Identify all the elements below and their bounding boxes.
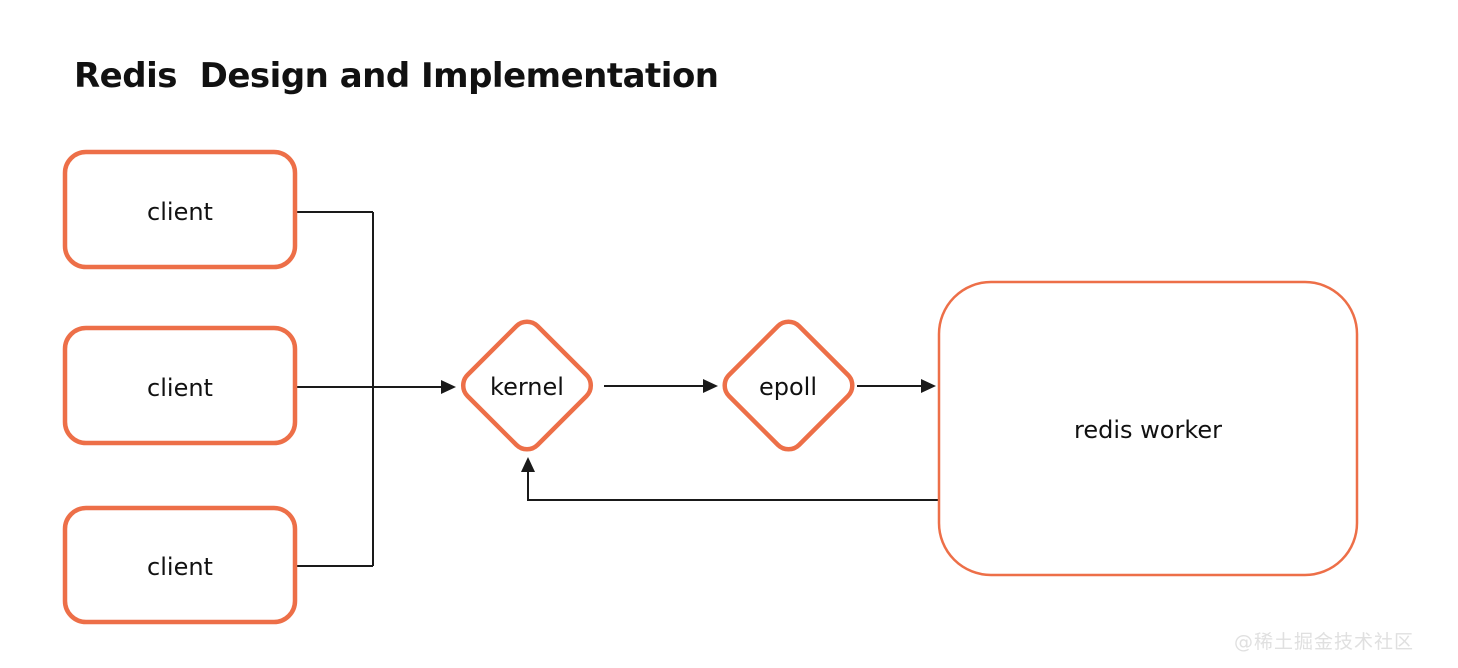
arrowhead-into-epoll xyxy=(703,379,718,393)
client-top-node xyxy=(62,149,298,270)
edge-redis-worker-to-kernel xyxy=(527,472,938,501)
client-middle-node xyxy=(62,325,298,446)
client-bottom-label: client xyxy=(147,553,213,581)
epoll-label: epoll xyxy=(759,373,817,401)
edges-layer xyxy=(295,211,938,567)
arrowhead-into-redis-worker xyxy=(921,379,936,393)
epoll-node xyxy=(722,319,855,452)
arrowhead-return-into-kernel xyxy=(521,457,535,472)
arrowhead-into-kernel xyxy=(441,380,456,394)
client-middle-label: client xyxy=(147,374,213,402)
redis-worker-label: redis worker xyxy=(1074,416,1222,444)
watermark: @稀土掘金技术社区 xyxy=(1233,631,1414,653)
client-bottom-node xyxy=(62,505,298,625)
kernel-label: kernel xyxy=(490,373,564,401)
page-title: Redis Design and Implementation xyxy=(74,56,719,96)
client-top-label: client xyxy=(147,198,213,226)
kernel-node xyxy=(460,319,594,452)
redis-worker-node xyxy=(937,280,1359,577)
nodes-layer: client client client kernel epoll redis … xyxy=(62,149,1359,625)
